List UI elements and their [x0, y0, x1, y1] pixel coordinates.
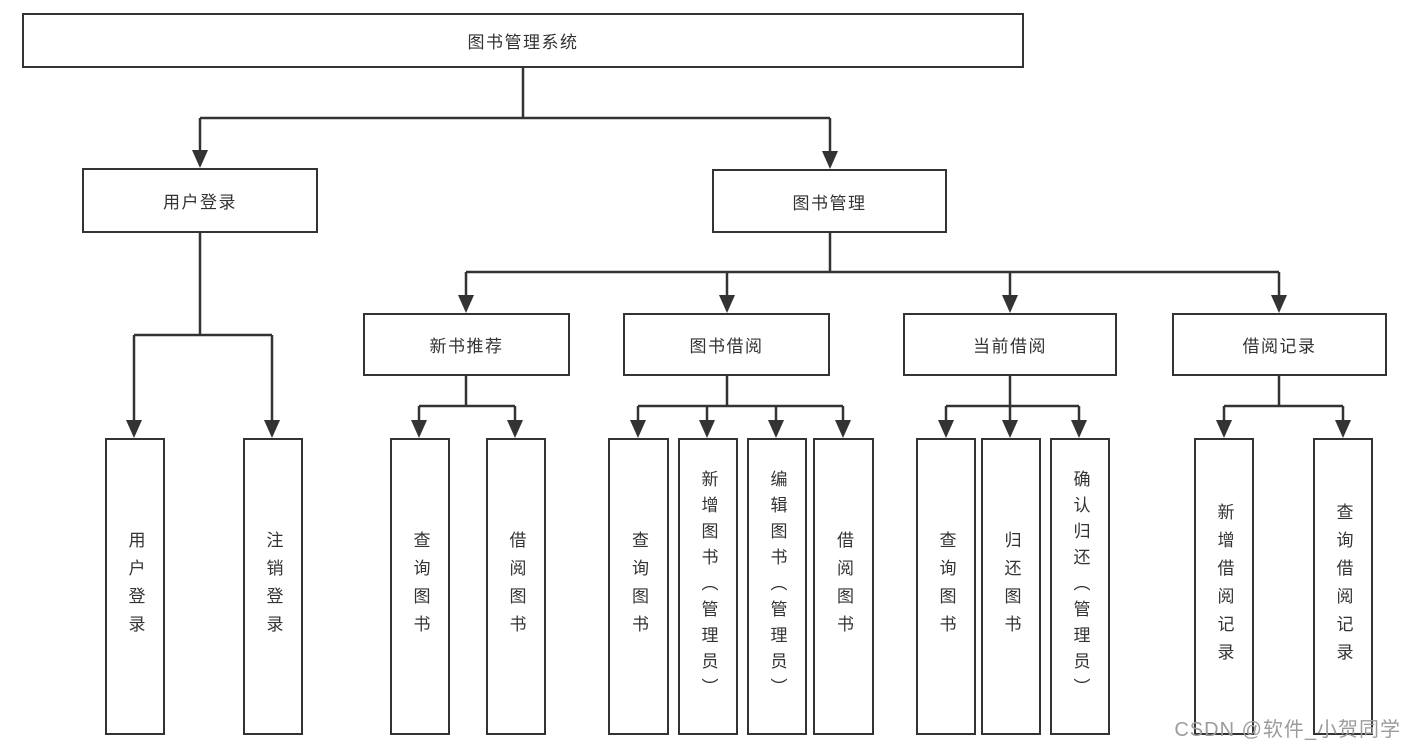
- leaf-edit-book-admin: 编辑图书（管理员）: [747, 438, 807, 735]
- node-book-borrowing: 图书借阅: [623, 313, 830, 376]
- leaf-user-login-label: 用户登录: [125, 530, 145, 643]
- node-book-management-label: 图书管理: [792, 193, 867, 213]
- leaf-query-borrow-record-label: 查询借阅记录: [1333, 502, 1353, 671]
- node-new-book-recommend-label: 新书推荐: [429, 337, 504, 356]
- leaf-query-books-current: 查询图书: [916, 438, 976, 735]
- leaf-edit-book-admin-label: 编辑图书（管理员）: [767, 469, 787, 704]
- leaf-add-borrow-record-label: 新增借阅记录: [1214, 502, 1234, 671]
- leaf-query-borrow-record: 查询借阅记录: [1313, 438, 1373, 735]
- leaf-add-book-admin: 新增图书（管理员）: [678, 438, 738, 735]
- leaf-logout: 注销登录: [243, 438, 303, 735]
- leaf-borrow-books-recommend: 借阅图书: [486, 438, 546, 735]
- leaf-add-borrow-record: 新增借阅记录: [1194, 438, 1254, 735]
- node-book-management: 图书管理: [712, 169, 947, 233]
- leaf-confirm-return-admin: 确认归还（管理员）: [1050, 438, 1110, 735]
- node-current-borrowing-label: 当前借阅: [973, 337, 1047, 356]
- leaf-logout-label: 注销登录: [263, 530, 283, 643]
- arrowheads: [126, 150, 1351, 438]
- leaf-confirm-return-admin-label: 确认归还（管理员）: [1070, 469, 1090, 704]
- leaf-query-books-current-label: 查询图书: [936, 530, 956, 643]
- node-user-login-label: 用户登录: [163, 193, 237, 212]
- leaf-query-books-borrowing-label: 查询图书: [629, 530, 648, 643]
- node-book-borrowing-label: 图书借阅: [689, 337, 764, 356]
- leaf-user-login: 用户登录: [105, 438, 165, 735]
- node-library-system-label: 图书管理系统: [467, 33, 579, 52]
- node-user-login: 用户登录: [82, 168, 318, 233]
- leaf-query-books-recommend-label: 查询图书: [410, 530, 430, 643]
- leaf-borrow-books-recommend-label: 借阅图书: [506, 530, 526, 643]
- leaf-borrow-books-borrowing-label: 借阅图书: [834, 530, 853, 643]
- leaf-query-books-borrowing: 查询图书: [608, 438, 669, 735]
- node-borrowing-records: 借阅记录: [1172, 313, 1387, 376]
- leaf-return-books: 归还图书: [981, 438, 1041, 735]
- leaf-borrow-books-borrowing: 借阅图书: [813, 438, 874, 735]
- leaf-return-books-label: 归还图书: [1001, 530, 1021, 643]
- node-library-system: 图书管理系统: [22, 13, 1024, 68]
- leaf-query-books-recommend: 查询图书: [390, 438, 450, 735]
- node-borrowing-records-label: 借阅记录: [1242, 337, 1317, 356]
- node-new-book-recommend: 新书推荐: [363, 313, 570, 376]
- node-current-borrowing: 当前借阅: [903, 313, 1117, 376]
- leaf-add-book-admin-label: 新增图书（管理员）: [698, 469, 718, 704]
